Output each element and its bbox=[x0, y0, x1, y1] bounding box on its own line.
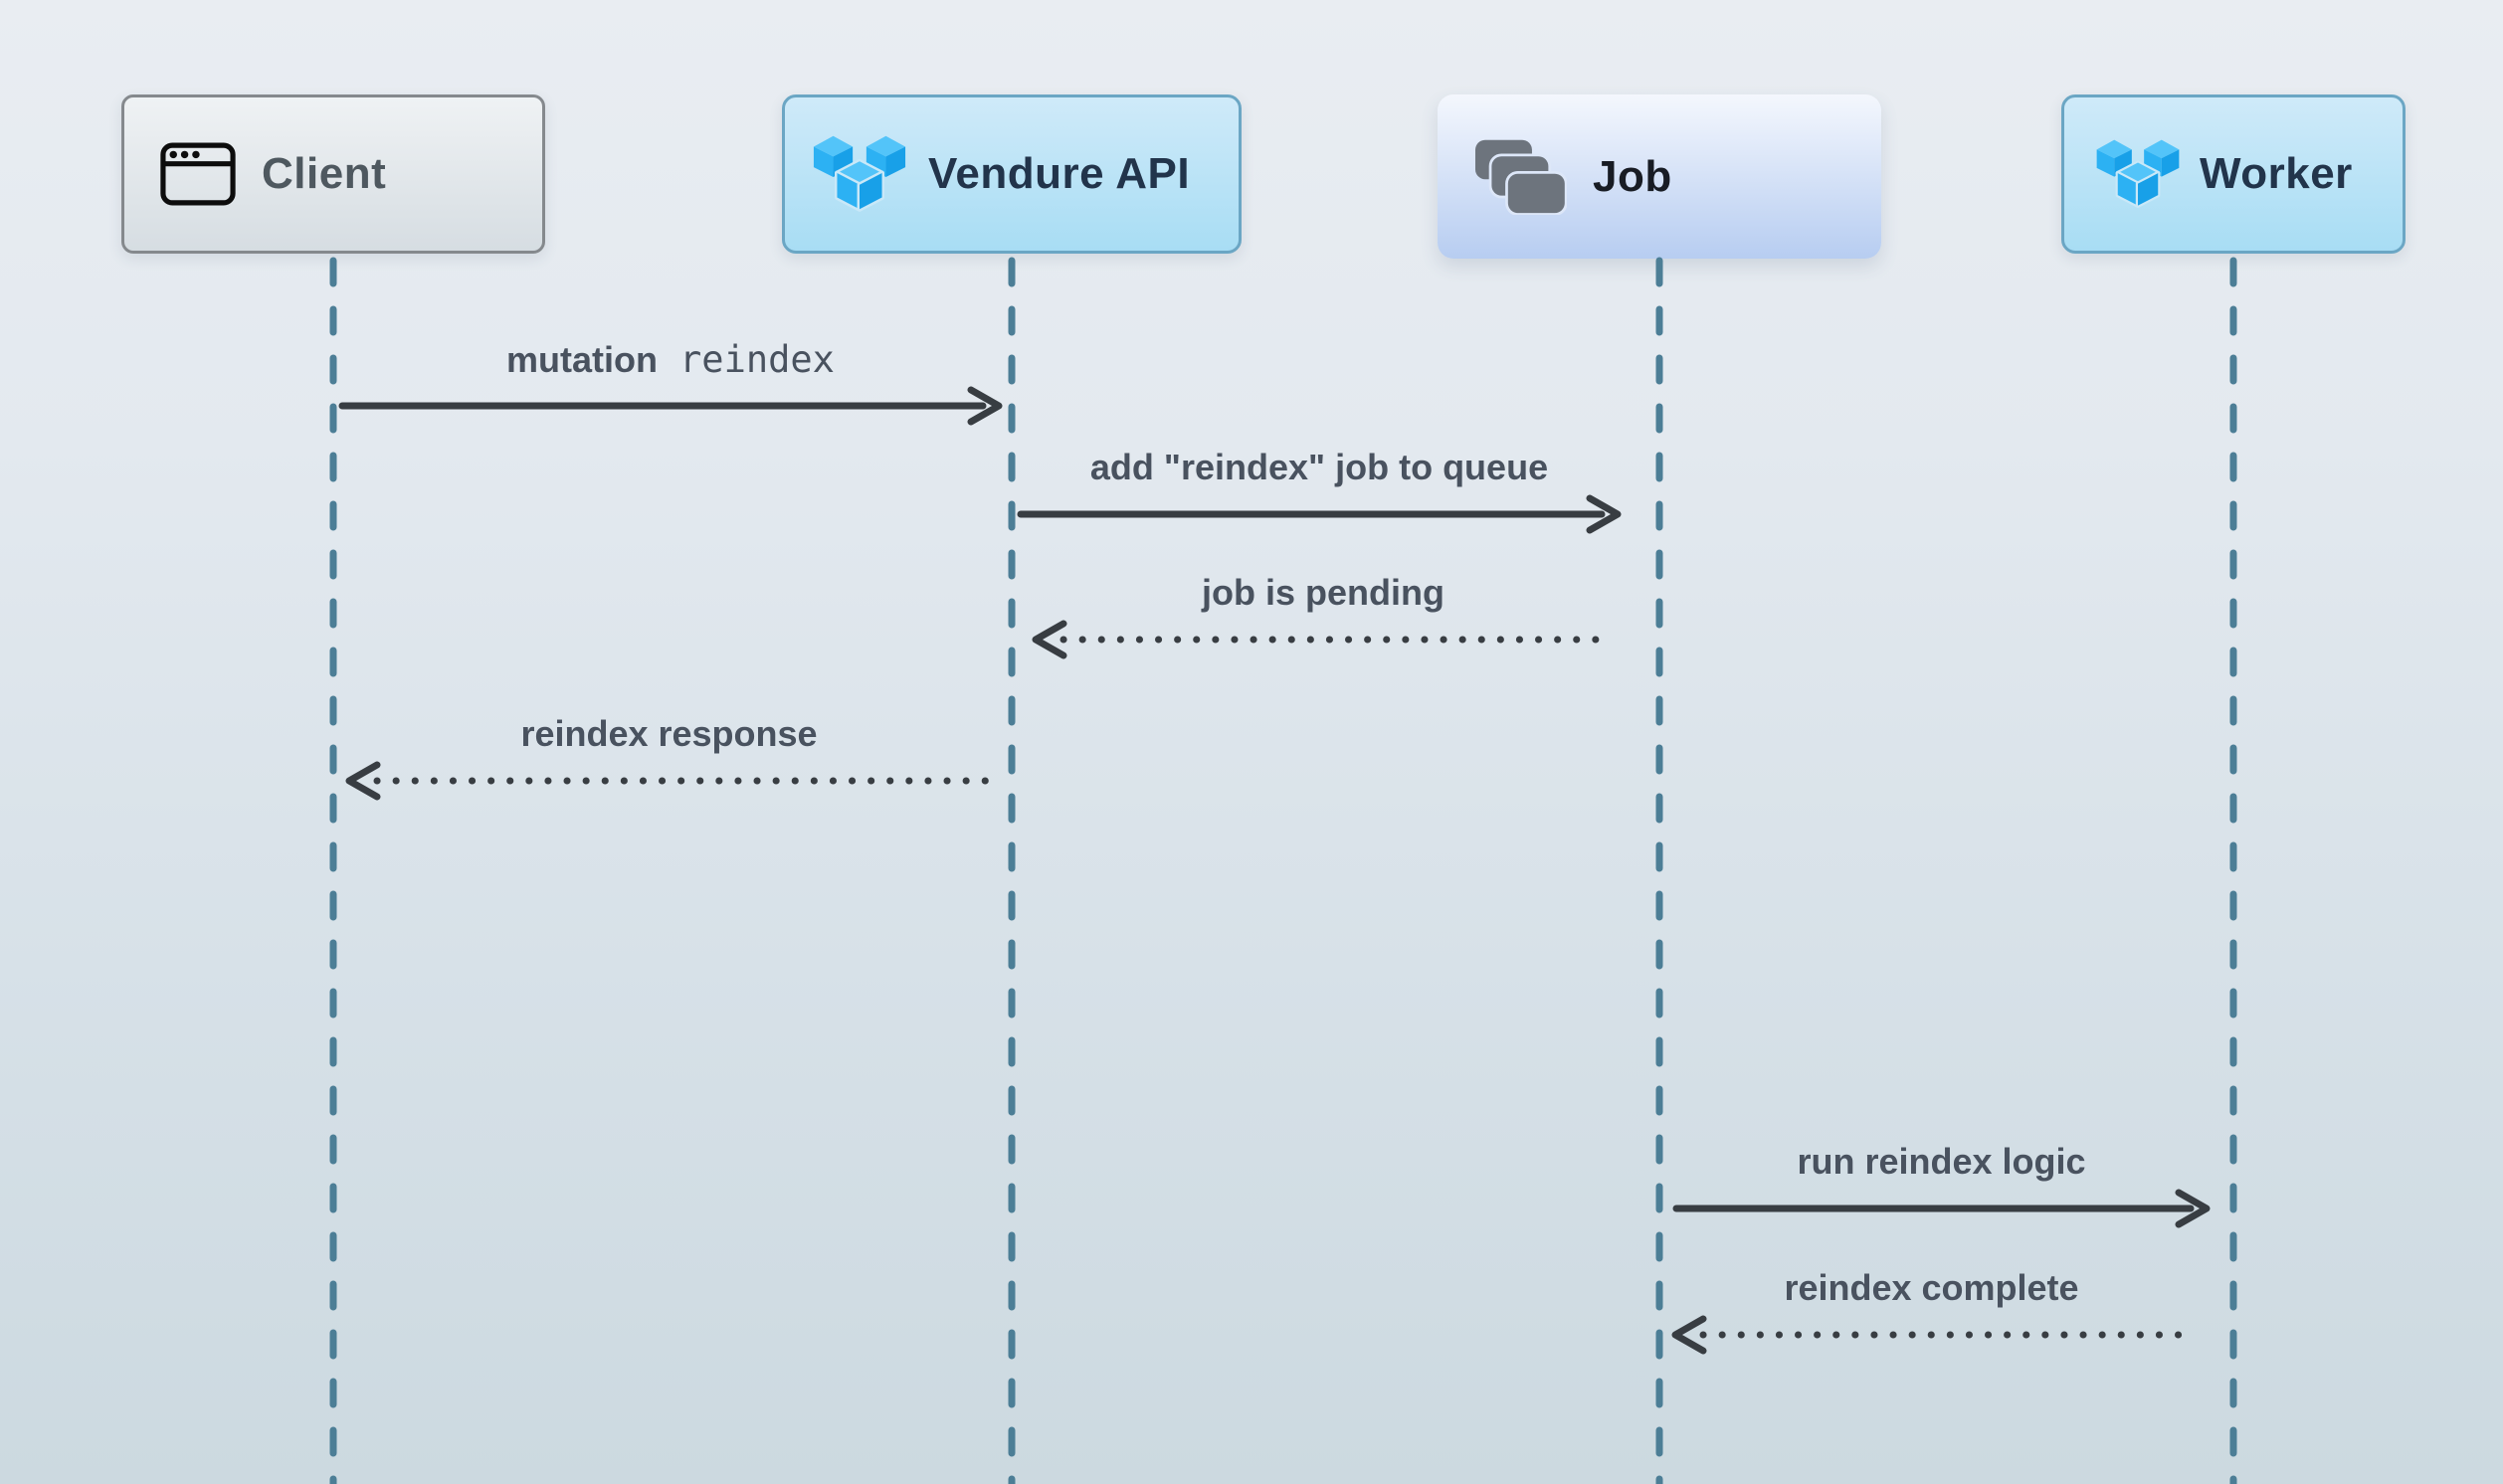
actor-worker: Worker bbox=[2061, 94, 2406, 254]
message-label: mutation reindex bbox=[338, 338, 1003, 382]
actor-label: Worker bbox=[2200, 149, 2353, 198]
message-label: run reindex logic bbox=[1797, 1141, 2086, 1182]
message-reindex-response: reindex response bbox=[343, 713, 995, 805]
dotted-arrow-left-icon bbox=[1032, 620, 1617, 659]
dotted-arrow-left-icon bbox=[345, 761, 995, 801]
actor-label: Vendure API bbox=[928, 149, 1191, 198]
message-text: mutation bbox=[506, 339, 659, 380]
message-add-job-to-queue: add "reindex" job to queue bbox=[1017, 447, 1622, 538]
lifeline-vendure-api bbox=[1008, 257, 1016, 1484]
browser-window-icon bbox=[160, 142, 236, 206]
message-reindex-complete: reindex complete bbox=[1669, 1267, 2194, 1359]
message-label: reindex response bbox=[520, 713, 818, 754]
message-run-reindex-logic: run reindex logic bbox=[1672, 1141, 2211, 1232]
actor-label: Client bbox=[262, 149, 387, 198]
solid-arrow-right-icon bbox=[338, 386, 1003, 426]
vendure-logo-icon bbox=[2096, 139, 2180, 208]
message-code-text: reindex bbox=[679, 338, 835, 381]
actor-vendure-api: Vendure API bbox=[782, 94, 1242, 254]
message-job-is-pending: job is pending bbox=[1030, 572, 1617, 663]
message-label: reindex complete bbox=[1784, 1267, 2079, 1308]
message-label: add "reindex" job to queue bbox=[1089, 447, 1549, 487]
lifeline-worker bbox=[2229, 257, 2237, 1484]
solid-arrow-right-icon bbox=[1672, 1189, 2211, 1228]
dotted-arrow-left-icon bbox=[1671, 1315, 2194, 1355]
actor-label: Job bbox=[1593, 151, 1672, 201]
message-label: job is pending bbox=[1202, 572, 1444, 613]
actor-job: Job bbox=[1438, 94, 1881, 259]
lifeline-job bbox=[1655, 257, 1663, 1484]
message-mutation-reindex: mutation reindex bbox=[338, 338, 1003, 430]
stacked-cards-icon bbox=[1475, 139, 1567, 215]
vendure-logo-icon bbox=[813, 135, 906, 212]
solid-arrow-right-icon bbox=[1017, 494, 1622, 534]
actor-client: Client bbox=[121, 94, 545, 254]
lifeline-client bbox=[329, 257, 337, 1484]
